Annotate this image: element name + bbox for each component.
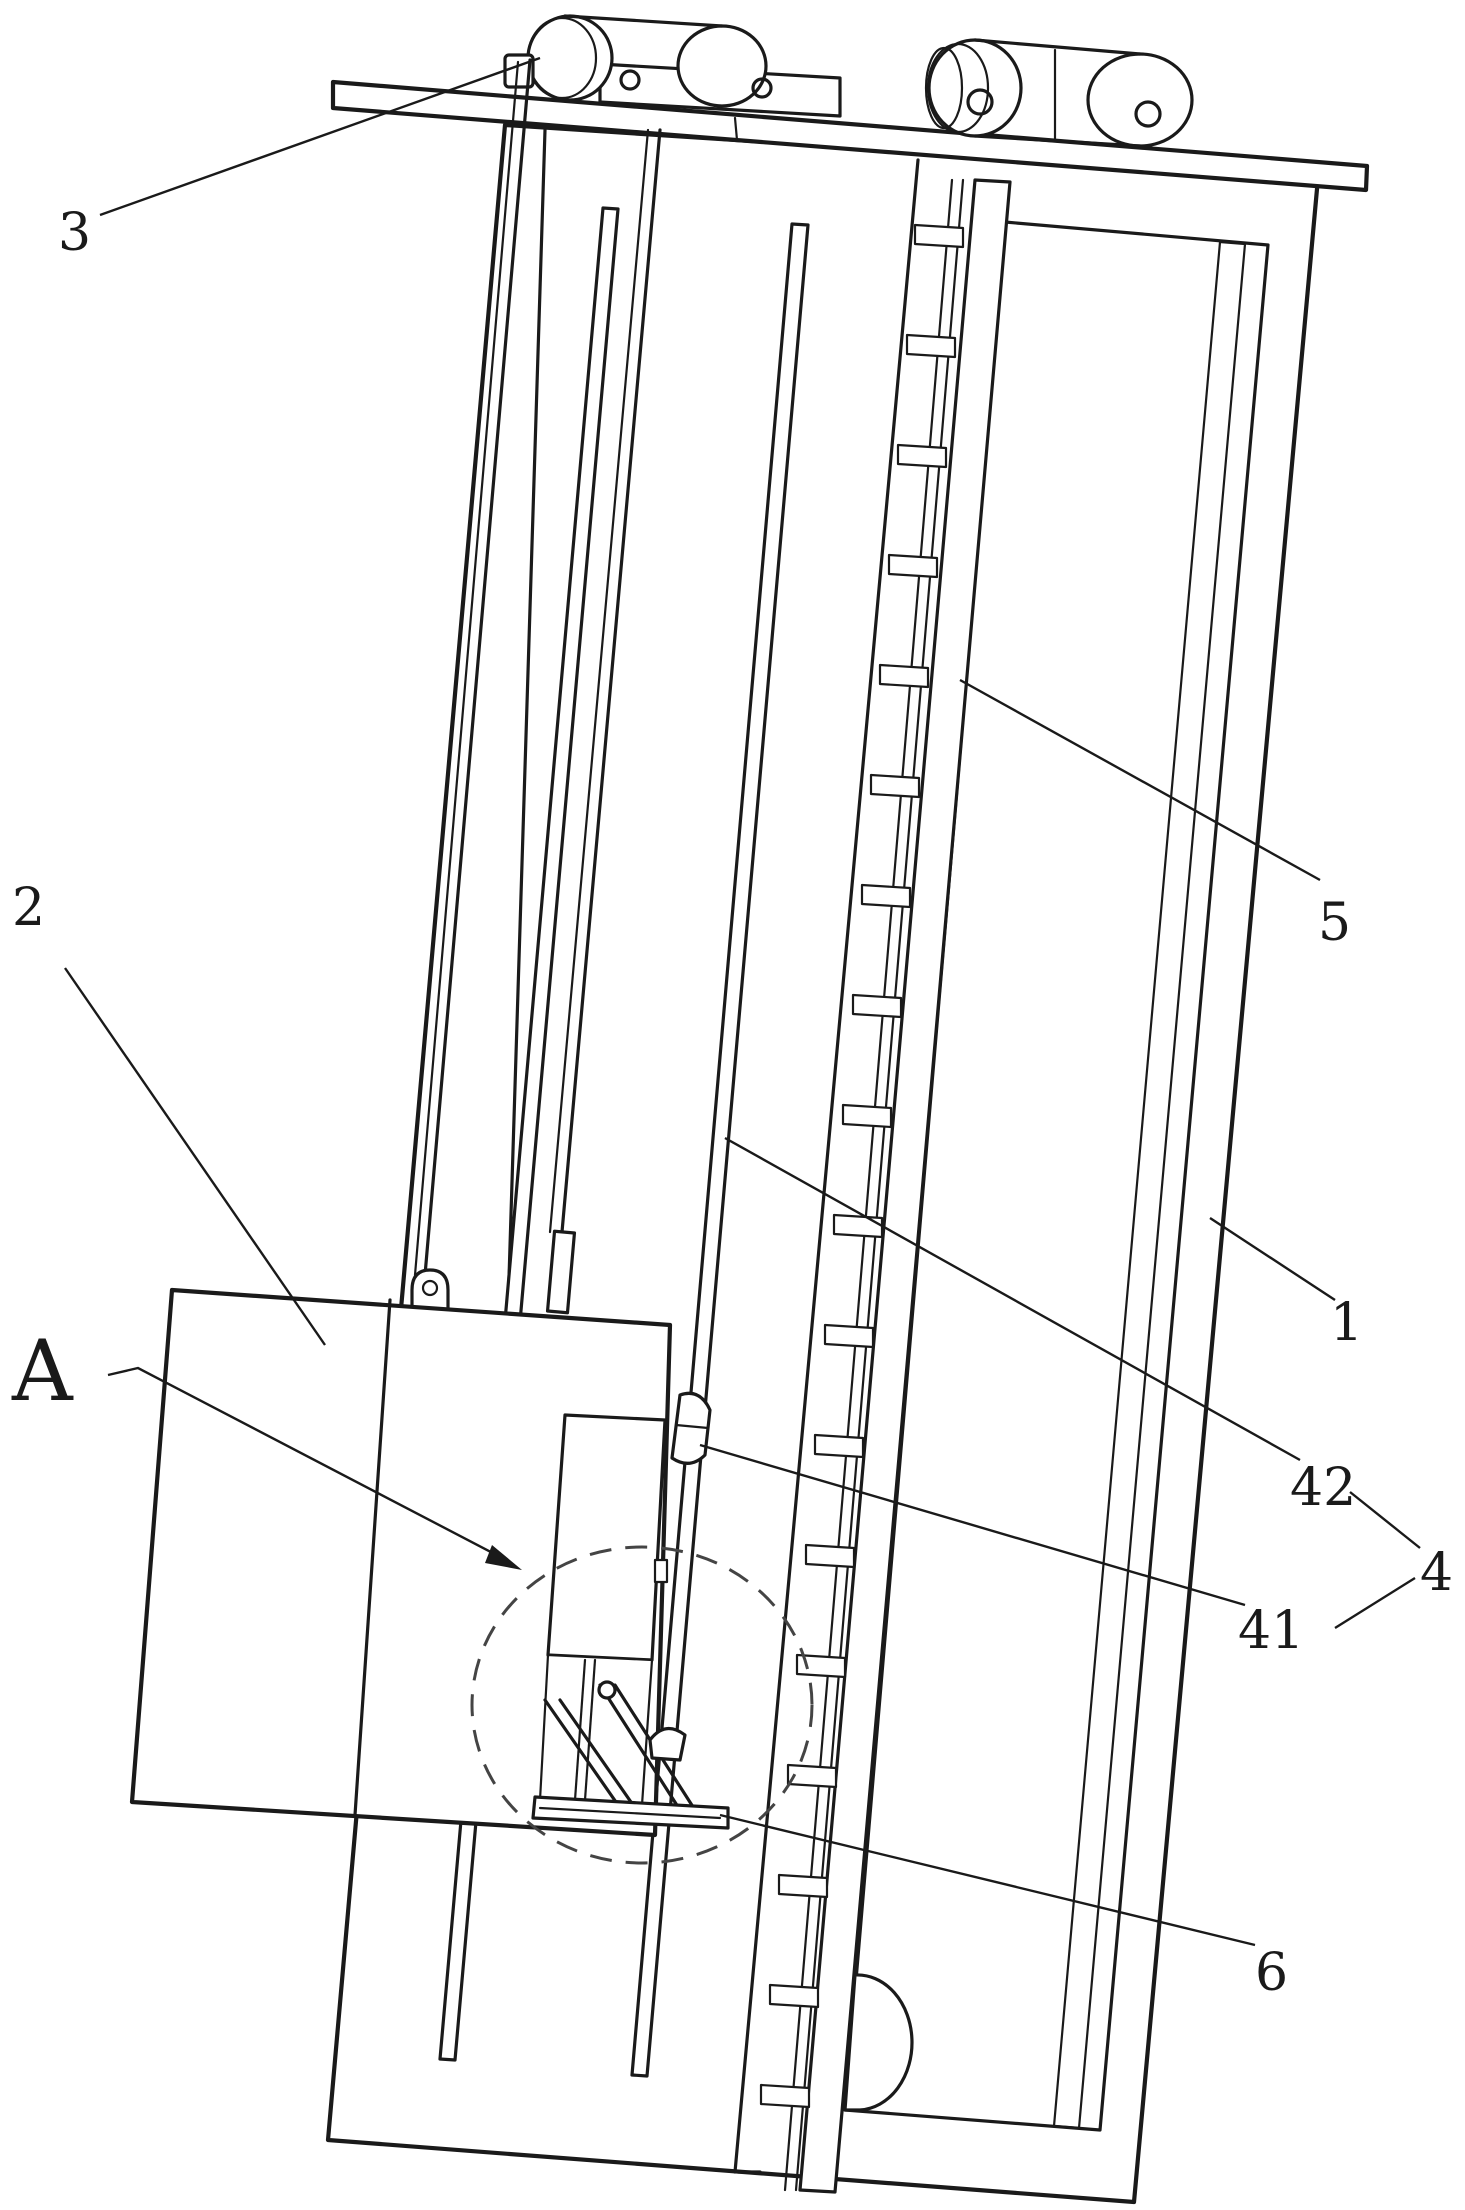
counterweight-rod [410,1229,577,1315]
reference-labels: 3 2 A 5 1 42 4 41 6 [11,203,1453,2003]
label-41: 41 [1238,1601,1304,1661]
label-3: 3 [58,203,91,263]
elevator-car [129,1287,673,1838]
label-a: A [11,1322,74,1420]
label-6: 6 [1255,1943,1288,2003]
motor-assembly [924,38,1194,148]
door-mechanism [538,1413,697,1817]
pulley-assembly [503,14,842,118]
label-42: 42 [1290,1458,1356,1518]
rack [759,178,1012,2194]
platform [531,1795,730,1830]
hoist-cables [413,58,662,1312]
label-4: 4 [1420,1543,1453,1603]
label-2: 2 [12,878,45,938]
detail-circle-a [470,1545,814,1865]
leader-lines [64,56,1421,1947]
label-5: 5 [1318,893,1351,953]
guide-shoe [670,1391,712,1465]
label-1: 1 [1330,1293,1363,1353]
bottom-buffer [843,1973,914,2112]
